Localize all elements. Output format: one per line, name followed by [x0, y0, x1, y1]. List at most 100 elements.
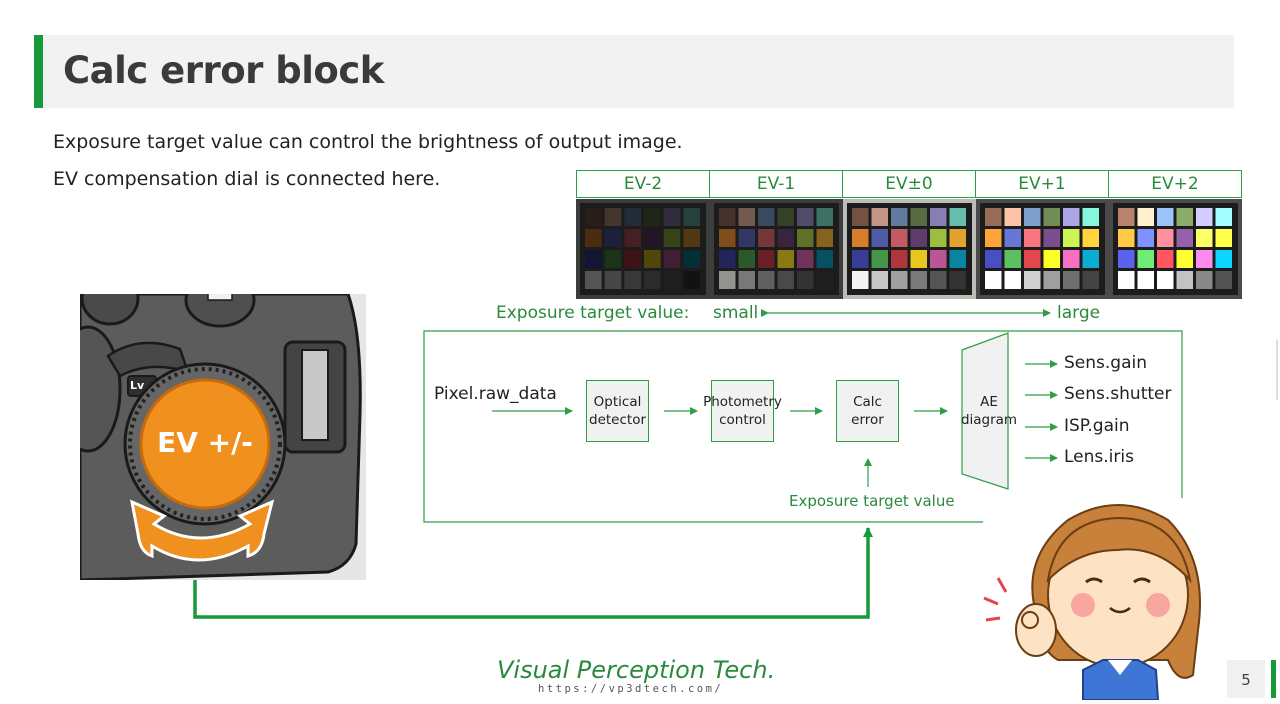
color-patch [624, 250, 641, 268]
color-patch [585, 208, 602, 226]
color-patch [777, 229, 794, 247]
footer-url: https://vp3dtech.com/ [538, 683, 724, 695]
color-patch [644, 250, 661, 268]
color-patch [910, 271, 927, 289]
ae-block-outline [423, 330, 1183, 523]
color-patch [852, 208, 869, 226]
color-patch [604, 208, 622, 226]
color-patch [1157, 271, 1174, 289]
color-patch [1043, 208, 1060, 226]
color-patch [585, 229, 602, 247]
color-patch [1196, 229, 1213, 247]
color-patch [1215, 208, 1232, 226]
color-patch [585, 250, 602, 268]
color-patch [1137, 208, 1154, 226]
color-patch [624, 271, 641, 289]
color-patch [816, 271, 833, 289]
color-patch [585, 271, 602, 289]
color-patch [1082, 208, 1099, 226]
color-patch [949, 250, 966, 268]
color-patch [663, 229, 681, 247]
girl-ok-illustration [983, 504, 1201, 700]
color-patch [816, 229, 833, 247]
color-patch [871, 229, 888, 247]
colorchecker-image-ev-plus1 [976, 199, 1109, 299]
color-patch [1176, 271, 1193, 289]
color-patch [910, 229, 927, 247]
color-patch [777, 271, 794, 289]
color-patch [1024, 229, 1041, 247]
title-accent-bar [34, 35, 43, 108]
output-isp-gain: ISP.gain [1064, 416, 1130, 436]
color-patch [985, 250, 1002, 268]
color-patch [949, 229, 966, 247]
photometry-control-box: Photometry control [703, 380, 782, 442]
color-patch [683, 208, 700, 226]
color-patch [797, 250, 814, 268]
colorchecker-image-ev-zero [843, 199, 976, 299]
color-patch [852, 271, 869, 289]
color-patch [1157, 250, 1174, 268]
dial-connection-line [193, 527, 873, 619]
color-patch [1137, 271, 1154, 289]
color-patch [930, 229, 947, 247]
color-patch [624, 208, 641, 226]
ae-diagram-label: AE diagram [960, 394, 1018, 428]
color-patch [1215, 271, 1232, 289]
page-number: 5 [1227, 660, 1265, 698]
exposure-scale-large: large [1057, 303, 1101, 323]
color-patch [930, 250, 947, 268]
color-patch [1063, 250, 1080, 268]
color-patch [910, 208, 927, 226]
color-patch [1063, 208, 1080, 226]
color-patch [719, 229, 736, 247]
color-patch [1082, 271, 1099, 289]
ae-diagram-shape [961, 332, 1009, 490]
color-patch [1176, 250, 1193, 268]
color-patch [1176, 208, 1193, 226]
color-patch [816, 208, 833, 226]
optical-detector-box: Optical detector [586, 380, 649, 442]
color-patch [719, 271, 736, 289]
color-patch [1196, 271, 1213, 289]
color-patch [738, 250, 755, 268]
color-patch [683, 271, 700, 289]
title-bar: Calc error block [34, 35, 1234, 108]
color-patch [797, 208, 814, 226]
color-patch [644, 271, 661, 289]
color-patch [1137, 229, 1154, 247]
page-number-accent [1271, 660, 1276, 698]
edge-line [1276, 340, 1278, 400]
color-patch [758, 250, 775, 268]
exposure-target-scale-label: Exposure target value: [496, 303, 690, 323]
color-patch [910, 250, 927, 268]
color-patch [871, 250, 888, 268]
color-patch [1082, 250, 1099, 268]
colorchecker-image-ev-minus1 [710, 199, 843, 299]
color-patch [1157, 208, 1174, 226]
color-patch [1157, 229, 1174, 247]
color-patch [891, 271, 908, 289]
ev-header-plus1: EV+1 [975, 170, 1109, 198]
color-patch [1215, 250, 1232, 268]
output-sens-shutter: Sens.shutter [1064, 384, 1172, 404]
camera-dial-illustration [80, 294, 366, 580]
slide-title: Calc error block [63, 49, 384, 92]
color-patch [738, 208, 755, 226]
color-patch [758, 208, 775, 226]
color-patch [738, 271, 755, 289]
color-patch [1118, 229, 1135, 247]
footer-brand: Visual Perception Tech. [497, 656, 776, 684]
exposure-target-value-label: Exposure target value [789, 492, 955, 510]
color-patch [777, 208, 794, 226]
color-patch [777, 250, 794, 268]
color-patch [930, 208, 947, 226]
color-patch [1118, 208, 1135, 226]
color-patch [1082, 229, 1099, 247]
output-sens-gain: Sens.gain [1064, 353, 1147, 373]
color-patch [1004, 229, 1021, 247]
color-patch [1024, 250, 1041, 268]
color-patch [1118, 250, 1135, 268]
intro-line-1: Exposure target value can control the br… [53, 131, 683, 153]
